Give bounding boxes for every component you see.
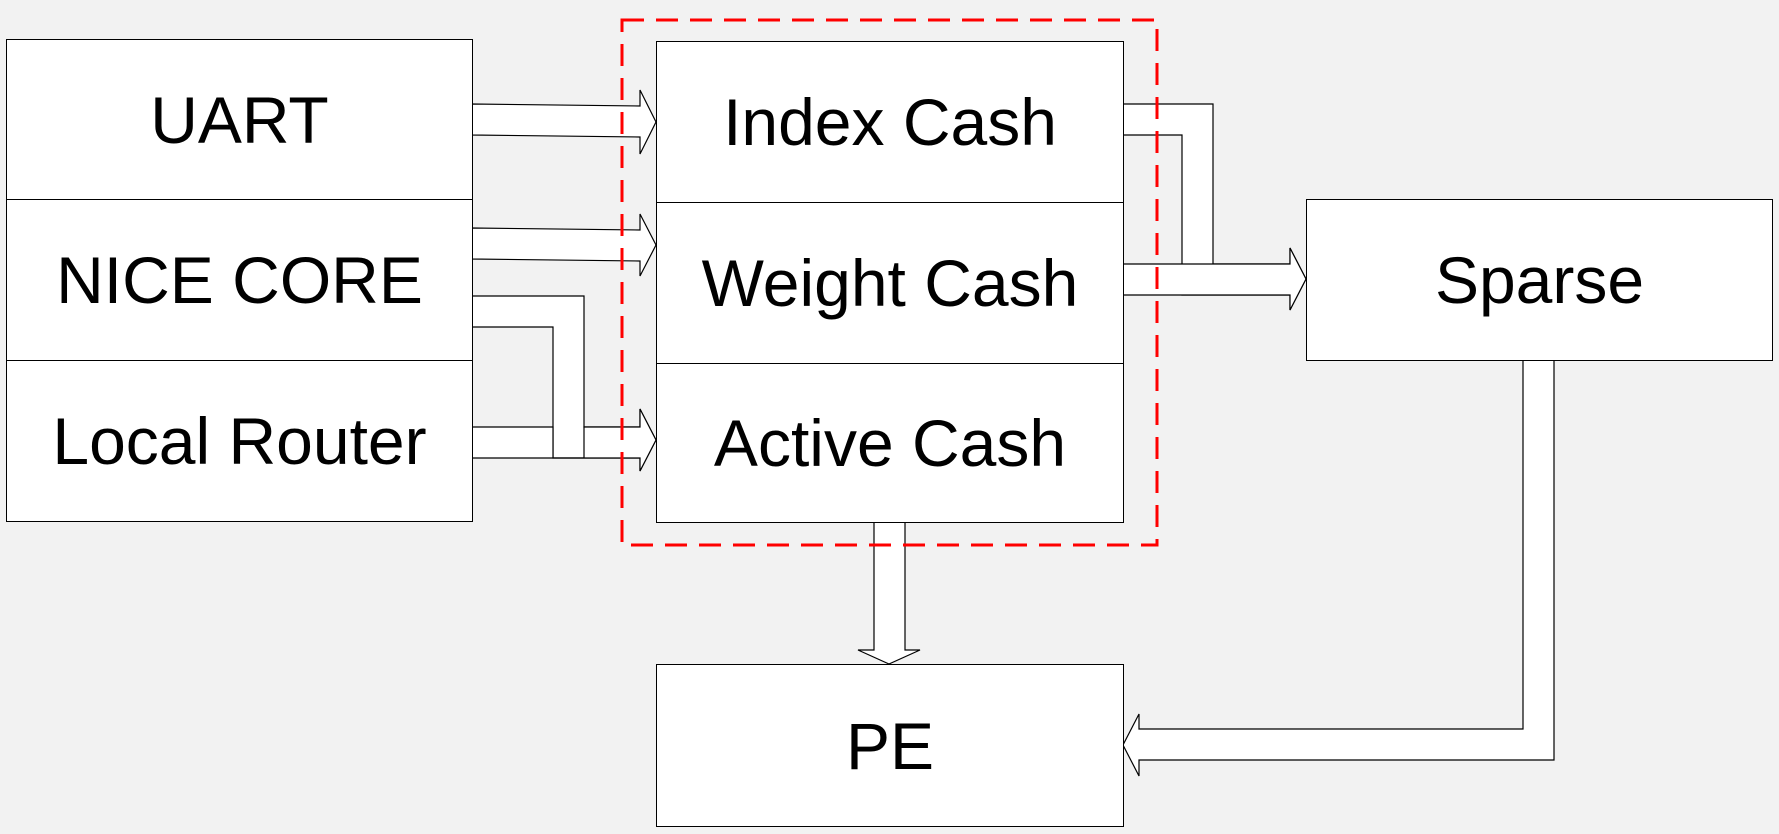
nice-core-block: NICE CORE [6,199,473,361]
active-cash-block: Active Cash [656,363,1124,523]
active-cash-label: Active Cash [713,406,1067,480]
index-cash-block: Index Cash [656,41,1124,203]
arrow-weightcash-to-sparse [1122,247,1307,311]
uart-block: UART [6,39,473,200]
weight-cash-label: Weight Cash [701,246,1079,320]
arrow-sparse-to-pe [1122,359,1555,777]
pe-block: PE [656,664,1124,827]
uart-label: UART [150,82,329,157]
weight-cash-block: Weight Cash [656,202,1124,364]
sparse-block: Sparse [1306,199,1773,361]
sparse-label: Sparse [1434,243,1645,317]
local-router-block: Local Router [6,360,473,522]
index-cash-label: Index Cash [723,85,1057,159]
arrow-activecash-to-pe [857,519,921,665]
nice-core-label: NICE CORE [56,243,423,317]
pe-label: PE [845,708,935,783]
local-router-label: Local Router [52,404,427,478]
arrow-nicecore-to-weightcash [471,213,657,277]
arrow-uart-to-indexcash [471,89,657,155]
